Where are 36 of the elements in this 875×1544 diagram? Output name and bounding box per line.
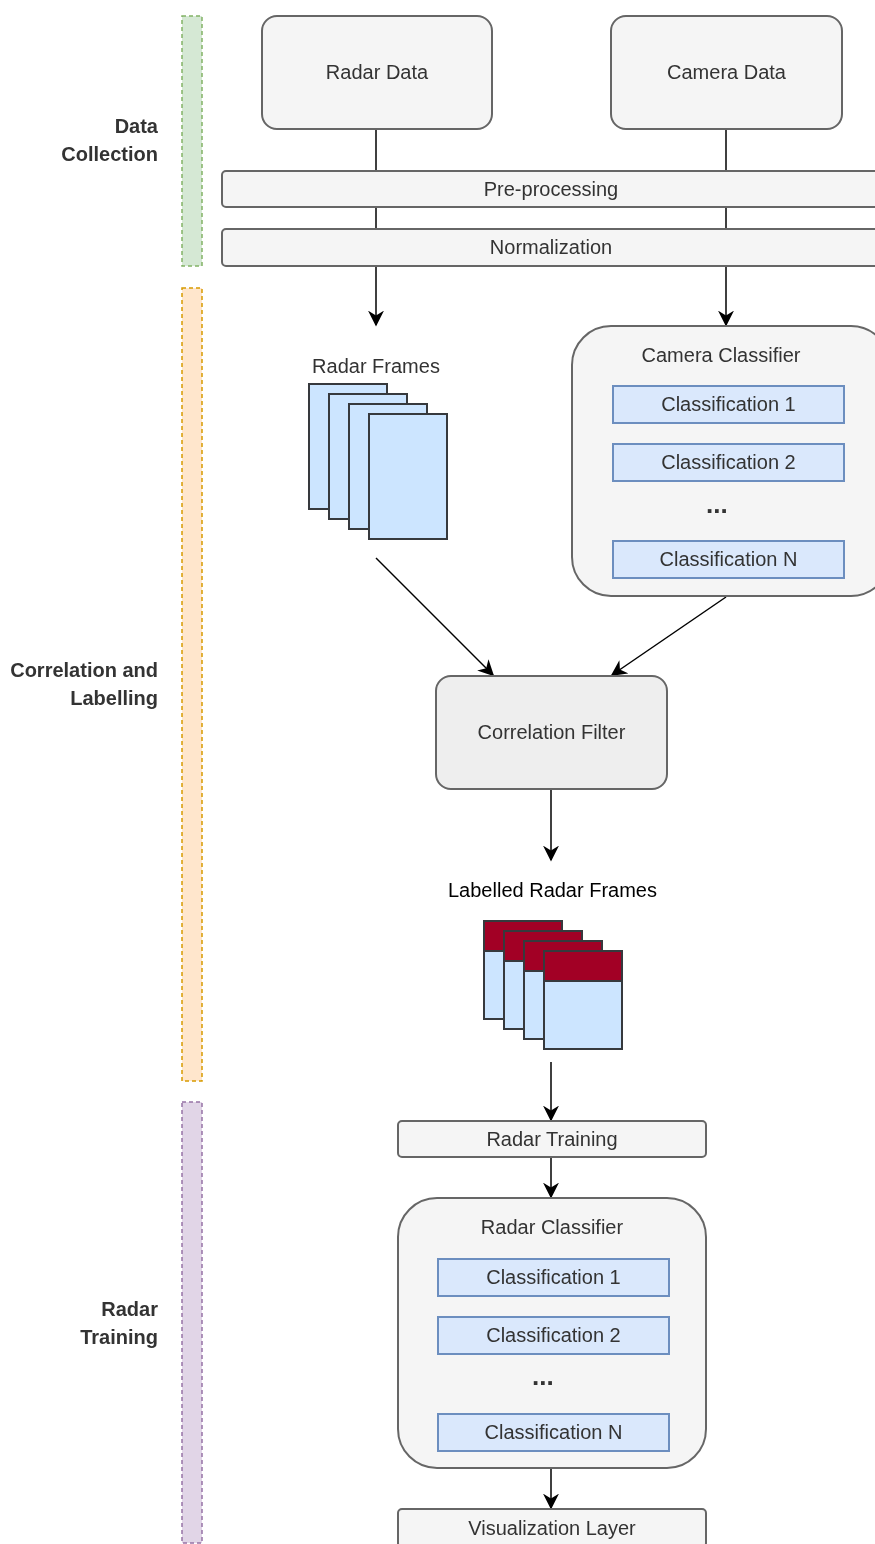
connector-line	[725, 207, 727, 229]
phase-label: Correlation and Labelling	[9, 658, 158, 711]
arrow	[610, 596, 727, 676]
process-box: Pre-processing	[221, 170, 875, 208]
arrow	[543, 1468, 559, 1510]
classification-box: Classification 2	[437, 1316, 670, 1355]
container-title: Radar Classifier	[479, 1215, 625, 1239]
arrow	[543, 1157, 559, 1199]
arrow	[543, 789, 559, 862]
stack-caption: Radar Frames	[311, 354, 441, 378]
phase-label: Radar Training	[79, 1297, 158, 1350]
process-box: Normalization	[221, 228, 875, 267]
classifier-container	[571, 325, 875, 597]
process-box: Radar Training	[397, 1120, 707, 1158]
classification-box: Classification N	[612, 540, 845, 579]
ellipsis-text: ...	[706, 494, 728, 514]
classification-box: Classification 1	[437, 1258, 670, 1297]
classification-box: Classification 1	[612, 385, 845, 424]
phase-label: Data Collection	[60, 114, 158, 167]
container-title: Camera Classifier	[640, 343, 802, 367]
arrow	[375, 557, 495, 677]
classifier-container	[397, 1197, 707, 1469]
process-box: Radar Data	[261, 15, 493, 130]
ellipsis-text: ...	[532, 1366, 554, 1386]
connector-line	[375, 207, 377, 229]
process-box: Visualization Layer	[397, 1508, 707, 1544]
arrow	[718, 266, 734, 327]
classification-box: Classification 2	[612, 443, 845, 482]
connector-line	[375, 129, 377, 171]
stack-caption: Labelled Radar Frames	[447, 878, 658, 902]
classification-box: Classification N	[437, 1413, 670, 1452]
arrow	[543, 1061, 559, 1122]
connector-line	[725, 129, 727, 171]
process-box: Correlation Filter	[435, 675, 668, 790]
arrow	[368, 266, 384, 327]
process-box: Camera Data	[610, 15, 843, 130]
